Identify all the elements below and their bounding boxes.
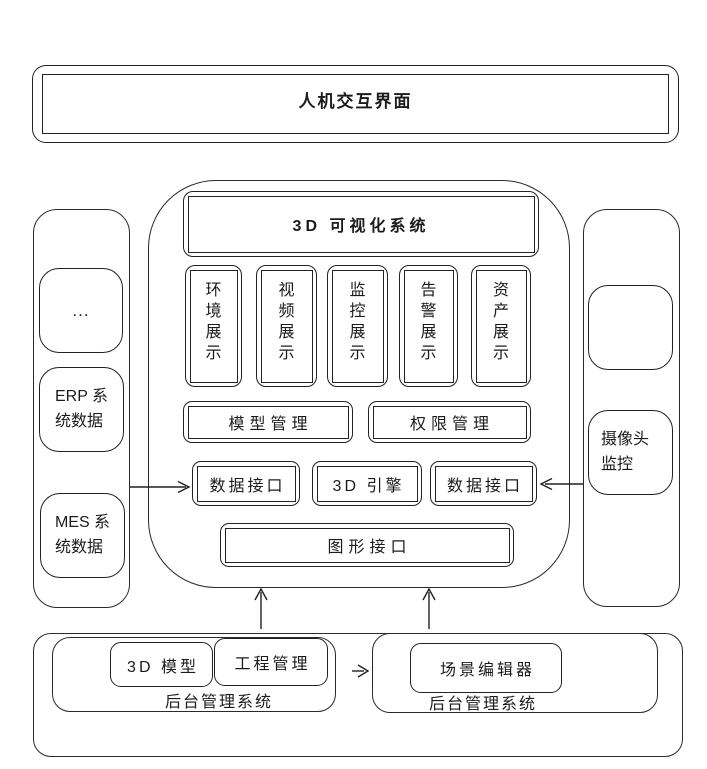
mes-data-box: MES 系 统数据 xyxy=(40,493,125,578)
scene-editor-box: 场景编辑器 xyxy=(410,643,562,693)
permission-mgmt-box: 权限管理 xyxy=(368,401,531,443)
module-alarm-display: 告警展示 xyxy=(399,265,458,387)
hmi-title: 人机交互界面 xyxy=(298,92,413,111)
data-interface-right-box: 数据接口 xyxy=(430,461,537,506)
erp-data-box: ERP 系 统数据 xyxy=(39,367,124,452)
camera-monitor-box: 摄像头 监控 xyxy=(588,410,673,495)
project-mgmt-label: 工程管理 xyxy=(234,656,311,673)
module-alarm-display-label: 告警展示 xyxy=(420,281,437,362)
scene-editor-label: 场景编辑器 xyxy=(439,662,535,679)
module-env-display-label: 环境展示 xyxy=(205,281,222,362)
viz-title-box-inner: 3D 可视化系统 xyxy=(187,195,535,253)
model-3d-label: 3D 模型 xyxy=(127,658,199,676)
engine-3d-inner: 3D 引擎 xyxy=(316,465,418,502)
module-video-display-label: 视频展示 xyxy=(278,281,295,362)
model-3d-box: 3D 模型 xyxy=(110,642,213,687)
right-sources-container xyxy=(583,209,680,607)
module-env-display: 环境展示 xyxy=(185,265,242,387)
data-interface-right-inner: 数据接口 xyxy=(434,465,533,502)
module-asset-display: 资产展示 xyxy=(471,265,531,387)
mes-data-label: MES 系 统数据 xyxy=(54,513,111,556)
backend-left-label: 后台管理系统 xyxy=(164,694,273,711)
module-monitor-display-inner: 监控展示 xyxy=(331,269,384,383)
module-alarm-display-inner: 告警展示 xyxy=(403,269,454,383)
more-sources-box: ... xyxy=(39,268,123,353)
arrow-backend-left-up xyxy=(254,587,268,629)
model-mgmt-label: 模型管理 xyxy=(228,416,313,433)
graphics-interface-inner: 图形接口 xyxy=(224,527,510,563)
module-video-display: 视频展示 xyxy=(256,265,317,387)
engine-3d-label: 3D 引擎 xyxy=(332,477,405,495)
data-interface-left-inner: 数据接口 xyxy=(196,465,296,502)
arrow-backend-right-up xyxy=(422,587,436,629)
permission-mgmt-inner: 权限管理 xyxy=(372,405,527,439)
data-interface-right-label: 数据接口 xyxy=(446,477,523,495)
module-asset-display-label: 资产展示 xyxy=(492,281,509,362)
right-empty-box xyxy=(588,285,673,370)
permission-mgmt-label: 权限管理 xyxy=(409,416,494,433)
viz-title-box: 3D 可视化系统 xyxy=(183,191,539,257)
project-mgmt-box: 工程管理 xyxy=(214,638,328,686)
module-video-display-inner: 视频展示 xyxy=(260,269,313,383)
more-sources-label: ... xyxy=(72,300,90,320)
engine-3d-box: 3D 引擎 xyxy=(312,461,422,506)
module-monitor-display: 监控展示 xyxy=(327,265,388,387)
hmi-panel-inner: 人机交互界面 xyxy=(42,74,669,134)
data-interface-left-box: 数据接口 xyxy=(192,461,300,506)
data-interface-left-label: 数据接口 xyxy=(209,477,286,495)
viz-title: 3D 可视化系统 xyxy=(292,218,430,235)
erp-data-label: ERP 系 统数据 xyxy=(54,387,109,430)
module-monitor-display-label: 监控展示 xyxy=(349,281,366,362)
model-mgmt-inner: 模型管理 xyxy=(187,405,349,439)
module-asset-display-inner: 资产展示 xyxy=(475,269,527,383)
module-env-display-inner: 环境展示 xyxy=(189,269,238,383)
graphics-interface-box: 图形接口 xyxy=(220,523,514,567)
model-mgmt-box: 模型管理 xyxy=(183,401,353,443)
hmi-panel: 人机交互界面 xyxy=(32,65,679,143)
camera-monitor-label: 摄像头 监控 xyxy=(601,430,650,473)
backend-right-label: 后台管理系统 xyxy=(428,696,537,713)
graphics-interface-label: 图形接口 xyxy=(327,539,412,556)
